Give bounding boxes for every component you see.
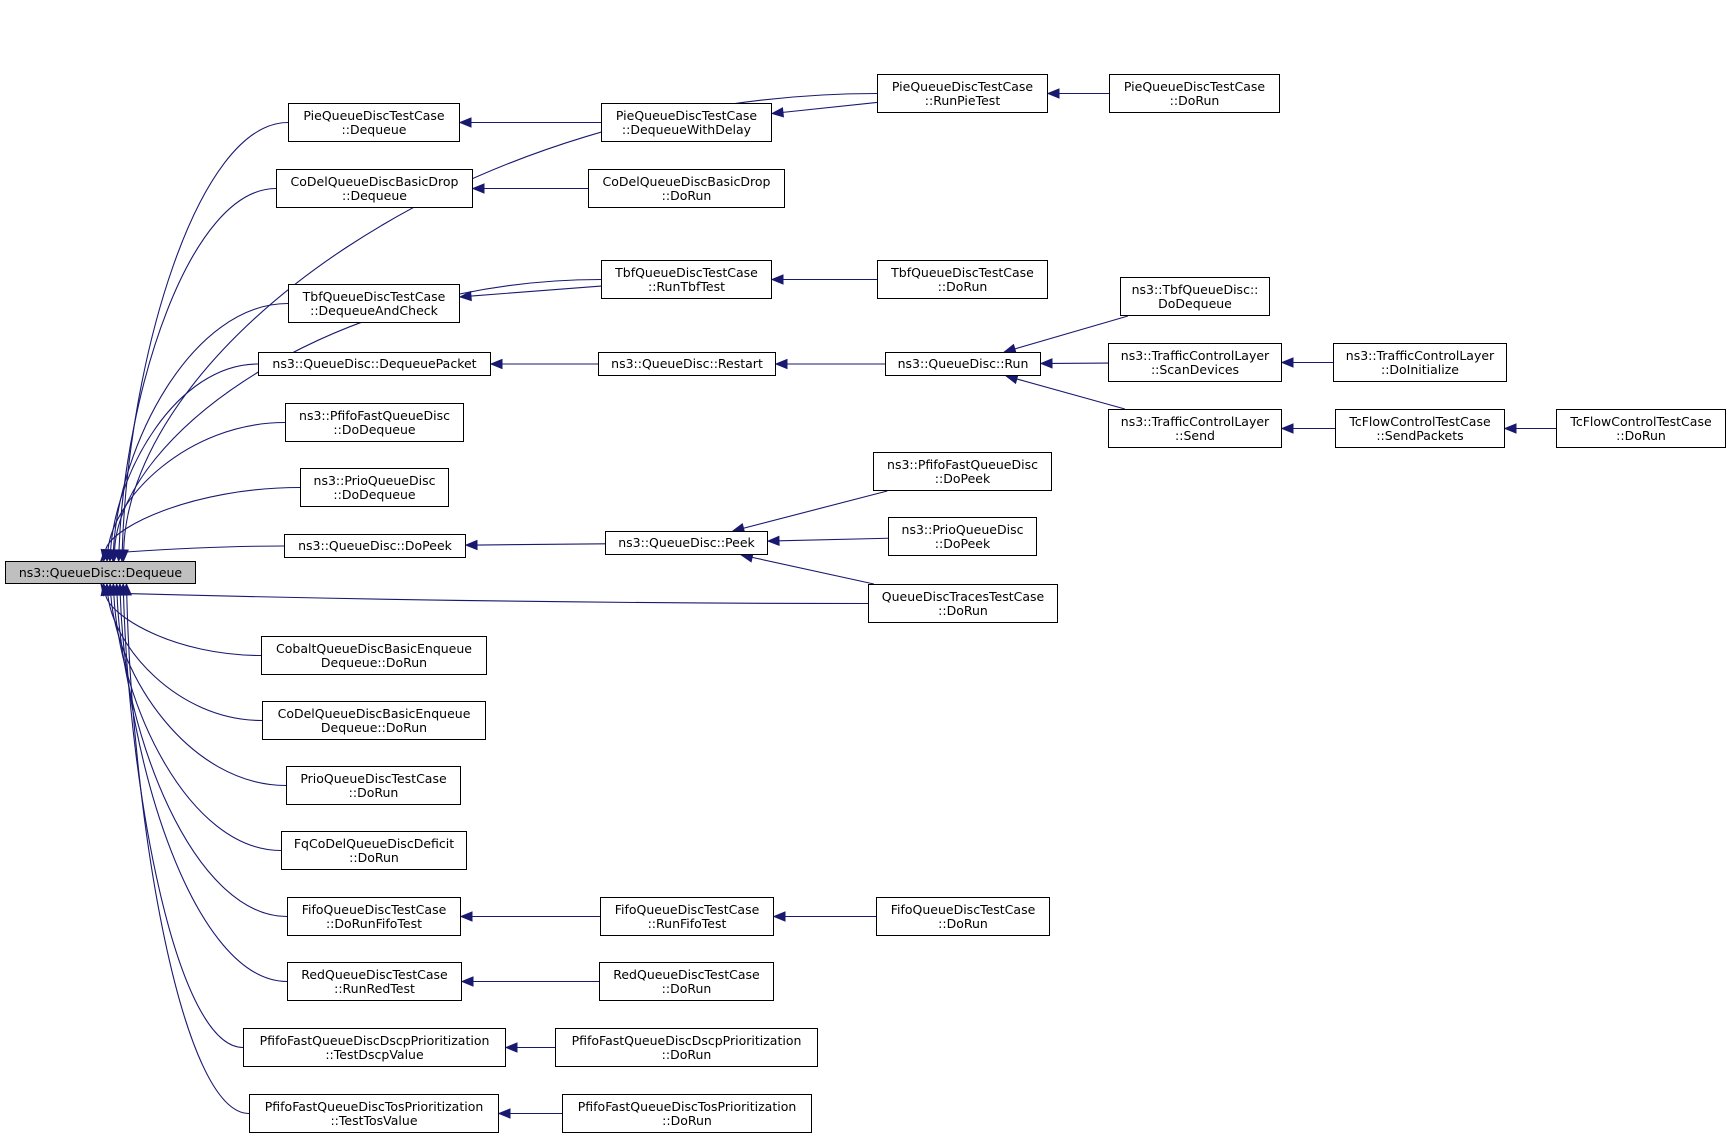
edge-qd_run-to-qd_restart-arrowhead <box>774 358 788 370</box>
edge-tcl_send-to-qd_run <box>1016 378 1126 410</box>
node-tbf-runtbftest[interactable]: TbfQueueDiscTestCase::RunTbfTest <box>601 260 772 299</box>
node-trafficcontrollayer-doinitialize[interactable]: ns3::TrafficControlLayer::DoInitialize <box>1333 343 1507 382</box>
node-prioqueuedisc-dodequeue[interactable]: ns3::PrioQueueDisc::DoDequeue <box>300 468 449 507</box>
node-tos-dorun[interactable]: PfifoFastQueueDiscTosPrioritization::DoR… <box>562 1094 812 1133</box>
node-codel-basicdrop-dequeue[interactable]: CoDelQueueDiscBasicDrop::Dequeue <box>276 169 473 208</box>
edge-pie_dorun-to-pie_runpie-arrowhead <box>1046 88 1060 99</box>
node-pie-runpietest[interactable]: PieQueueDiscTestCase::RunPieTest <box>877 74 1048 113</box>
node-tbf-dorun[interactable]: TbfQueueDiscTestCase::DoRun <box>877 260 1048 299</box>
edge-pie_runpie-to-pie_delay <box>782 101 878 113</box>
node-tcflowcontrol-sendpackets[interactable]: TcFlowControlTestCase::SendPackets <box>1335 409 1505 448</box>
edge-traces_dorun-to-dequeue <box>106 592 869 605</box>
edge-dscp_dorun-to-dscp_test-arrowhead <box>504 1042 518 1053</box>
node-queuedisctraces-dorun[interactable]: QueueDiscTracesTestCase::DoRun <box>868 584 1058 623</box>
node-pfifofast-dodequeue[interactable]: ns3::PfifoFastQueueDisc::DoDequeue <box>285 403 464 442</box>
edge-pie_delay-to-pie_dequeue-arrowhead <box>458 117 472 128</box>
edge-prio_dodeq-to-dequeue <box>105 486 301 551</box>
node-dscp-dorun[interactable]: PfifoFastQueueDiscDscpPrioritization::Do… <box>555 1028 818 1067</box>
node-trafficcontrollayer-scandevices[interactable]: ns3::TrafficControlLayer::ScanDevices <box>1108 343 1282 382</box>
node-tbfqueuedisc-dodequeue[interactable]: ns3::TbfQueueDisc::DoDequeue <box>1120 277 1270 316</box>
node-tcflowcontrol-dorun[interactable]: TcFlowControlTestCase::DoRun <box>1556 409 1726 448</box>
node-prioqueuedisctest-dorun[interactable]: PrioQueueDiscTestCase::DoRun <box>286 766 461 805</box>
edge-qd_peek-to-qd_dopeek <box>476 543 606 546</box>
node-red-runredtest[interactable]: RedQueueDiscTestCase::RunRedTest <box>287 962 462 1001</box>
edge-pfifo_dodeq-to-dequeue <box>107 421 286 551</box>
edge-prio_dopeek-to-qd_peek <box>778 537 889 542</box>
edge-tbf_runtbf-to-tbf_check-arrowhead <box>458 290 472 302</box>
edge-red_runred-to-dequeue <box>119 594 288 983</box>
node-fifo-runfifotest[interactable]: FifoQueueDiscTestCase::RunFifoTest <box>600 897 774 936</box>
node-queuedisc-peek[interactable]: ns3::QueueDisc::Peek <box>605 531 768 555</box>
node-pie-dequeuewithdelay[interactable]: PieQueueDiscTestCase::DequeueWithDelay <box>601 103 772 142</box>
edge-tos_test-to-dequeue-arrowhead <box>121 582 133 596</box>
node-fqcodel-deficit-dorun[interactable]: FqCoDelQueueDiscDeficit::DoRun <box>281 831 467 870</box>
edge-tbfqd_dodeq-to-qd_run <box>1014 315 1129 350</box>
edge-qd_restart-to-qd_deqpkt-arrowhead <box>489 358 503 370</box>
edge-tcl_init-to-tcl_scan-arrowhead <box>1280 357 1294 368</box>
node-fifo-dorun[interactable]: FifoQueueDiscTestCase::DoRun <box>876 897 1050 936</box>
edge-qd_dopeek-to-dequeue <box>107 545 285 554</box>
edge-tos_dorun-to-tos_test-arrowhead <box>497 1108 511 1119</box>
node-codel-basicdrop-dorun[interactable]: CoDelQueueDiscBasicDrop::DoRun <box>588 169 785 208</box>
edge-red_dorun-to-red_runred-arrowhead <box>460 976 474 987</box>
edge-qd_peek-to-qd_dopeek-arrowhead <box>464 539 478 551</box>
edge-prio_dopeek-to-qd_peek-arrowhead <box>766 535 780 547</box>
node-queuedisc-run[interactable]: ns3::QueueDisc::Run <box>885 352 1041 376</box>
edge-fqcodel-to-dequeue <box>113 594 282 852</box>
node-tos-testtosvalue[interactable]: PfifoFastQueueDiscTosPrioritization::Tes… <box>249 1094 499 1133</box>
edge-codel_drop_run-to-codel_drop_deq-arrowhead <box>471 183 485 194</box>
edge-tcf_send-to-tcl_send-arrowhead <box>1280 423 1294 434</box>
edge-tbf_dorun-to-tbf_runtbf-arrowhead <box>770 274 784 285</box>
edge-cobalt-to-dequeue <box>105 594 262 657</box>
node-trafficcontrollayer-send[interactable]: ns3::TrafficControlLayer::Send <box>1108 409 1282 448</box>
node-red-dorun[interactable]: RedQueueDiscTestCase::DoRun <box>599 962 774 1001</box>
node-dscp-testdscpvalue[interactable]: PfifoFastQueueDiscDscpPrioritization::Te… <box>243 1028 506 1067</box>
edge-tcl_scan-to-qd_run-arrowhead <box>1039 358 1053 369</box>
edge-fifo_dorunfifo-to-dequeue <box>116 594 288 918</box>
edge-codel_enq-to-dequeue <box>107 594 263 722</box>
edge-qd_deqpkt-to-dequeue <box>110 363 259 551</box>
edge-tcf_dorun-to-tcf_send-arrowhead <box>1503 423 1517 434</box>
node-queuedisc-dequeuepacket[interactable]: ns3::QueueDisc::DequeuePacket <box>258 352 491 376</box>
node-pie-dorun[interactable]: PieQueueDiscTestCase::DoRun <box>1109 74 1280 113</box>
edge-traces_dorun-to-qd_peek <box>751 556 874 585</box>
edge-dscp_test-to-dequeue <box>122 594 244 1049</box>
node-pfifofast-dopeek[interactable]: ns3::PfifoFastQueueDisc::DoPeek <box>873 452 1052 491</box>
node-tbf-dequeueandcheck[interactable]: TbfQueueDiscTestCase::DequeueAndCheck <box>288 284 460 323</box>
edge-pfifo_dopeek-to-qd_peek <box>743 490 888 529</box>
edge-tos_test-to-dequeue <box>126 594 250 1115</box>
node-prioqueuedisc-dopeek[interactable]: ns3::PrioQueueDisc::DoPeek <box>888 517 1037 556</box>
node-pie-dequeue[interactable]: PieQueueDiscTestCase::Dequeue <box>288 103 460 142</box>
edge-codel_drop_deq-to-dequeue <box>118 187 277 551</box>
edge-fifo_runfifo-to-fifo_dorunfifo-arrowhead <box>459 911 473 922</box>
node-queuedisc-dopeek[interactable]: ns3::QueueDisc::DoPeek <box>284 534 466 558</box>
node-queuedisc-restart[interactable]: ns3::QueueDisc::Restart <box>598 352 776 376</box>
edge-tbf_check-to-dequeue <box>112 302 289 551</box>
edge-pie_runpie-to-dequeue <box>123 92 878 551</box>
edge-fifo_dorun-to-fifo_runfifo-arrowhead <box>772 911 786 922</box>
edge-qd_dopeek-to-dequeue-arrowhead <box>99 548 113 562</box>
edge-prio_test-to-dequeue <box>110 594 287 787</box>
edge-pie_dequeue-to-dequeue <box>121 121 289 551</box>
node-queuedisc-dequeue[interactable]: ns3::QueueDisc::Dequeue <box>5 561 196 584</box>
node-fifo-dorunfifotest[interactable]: FifoQueueDiscTestCase::DoRunFifoTest <box>287 897 461 936</box>
edge-pie_runpie-to-pie_delay-arrowhead <box>770 107 784 118</box>
edge-tbf_runtbf-to-tbf_check <box>470 285 602 297</box>
